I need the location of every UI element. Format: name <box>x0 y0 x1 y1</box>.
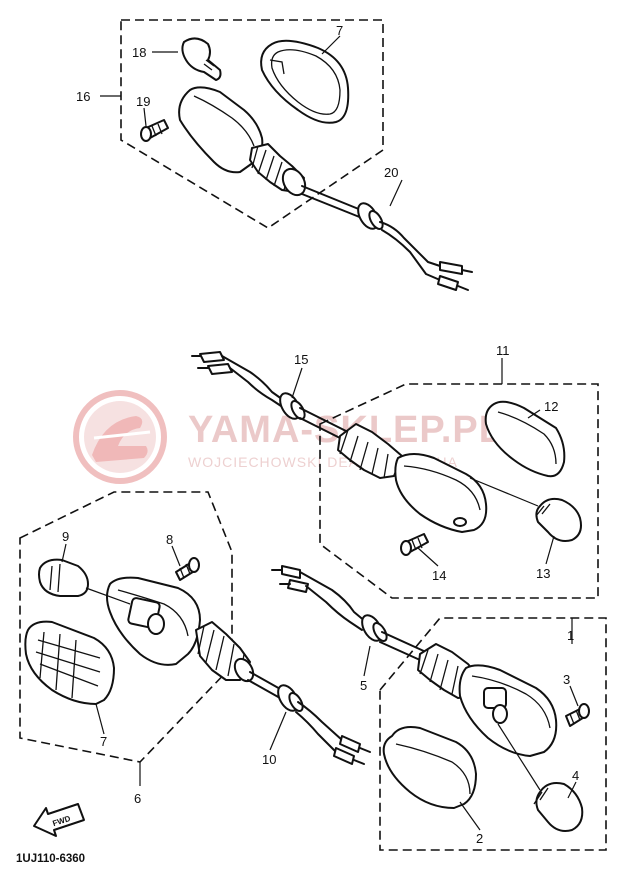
lens-part-17 <box>260 39 350 124</box>
lens-part-7 <box>24 620 115 705</box>
assembly-boundary-6 <box>19 491 233 763</box>
watermark-logo-icon <box>73 390 167 484</box>
callout-13: 13 <box>536 566 550 581</box>
callout-20: 20 <box>384 165 398 180</box>
callout-14: 14 <box>432 568 446 583</box>
rear-turn-signal-assembly <box>120 19 473 291</box>
housing-part <box>178 86 307 197</box>
assembly-boundary-1 <box>379 617 607 851</box>
front-left-turn-signal-assembly <box>19 491 371 765</box>
bulb-part-4 <box>497 723 584 832</box>
grommet-part-15 <box>279 392 306 421</box>
grommet-part-5 <box>361 614 388 643</box>
callout-9: 9 <box>62 529 69 544</box>
assembly-boundary-16 <box>120 19 384 229</box>
callout-labels: 16 18 19 7 20 15 11 12 13 14 9 8 7 6 10 … <box>61 23 579 846</box>
callout-11: 11 <box>496 343 510 358</box>
bulb-part-13 <box>469 477 582 542</box>
wire-terminal <box>191 351 233 375</box>
bulb-part-18 <box>181 37 222 81</box>
callout-12: 12 <box>544 399 558 414</box>
lens-part-2 <box>382 726 477 809</box>
wire-terminal <box>333 735 371 765</box>
callout-3: 3 <box>563 672 570 687</box>
wire-terminal <box>437 261 473 291</box>
wire-terminal <box>271 565 309 593</box>
callout-18: 18 <box>132 45 146 60</box>
callout-7: 7 <box>100 734 107 749</box>
front-right-lower-turn-signal-assembly <box>271 565 607 851</box>
screw-part-3 <box>565 703 590 727</box>
screw-part-19 <box>140 119 169 142</box>
screw-part-14 <box>400 533 429 556</box>
callout-15: 15 <box>294 352 308 367</box>
callout-4: 4 <box>572 768 579 783</box>
housing-part <box>85 576 201 666</box>
forward-direction-icon: FWD <box>33 803 85 837</box>
grommet-part-20 <box>357 202 384 231</box>
callout-2: 2 <box>476 831 483 846</box>
callout-5: 5 <box>360 678 367 693</box>
front-right-turn-signal-assembly <box>191 351 599 599</box>
callout-10: 10 <box>262 752 276 767</box>
callout-6: 6 <box>134 791 141 806</box>
callout-8: 8 <box>166 532 173 547</box>
callout-17: 7 <box>336 23 343 38</box>
bulb-part-9 <box>38 558 89 597</box>
callout-16: 16 <box>76 89 90 104</box>
callout-1: 1 <box>567 628 574 643</box>
lens-part-12 <box>484 400 566 478</box>
screw-part-8 <box>175 557 200 581</box>
drawing-code: 1UJ110-6360 <box>16 853 85 865</box>
grommet-part-10 <box>277 684 304 713</box>
callout-19: 19 <box>136 94 150 109</box>
